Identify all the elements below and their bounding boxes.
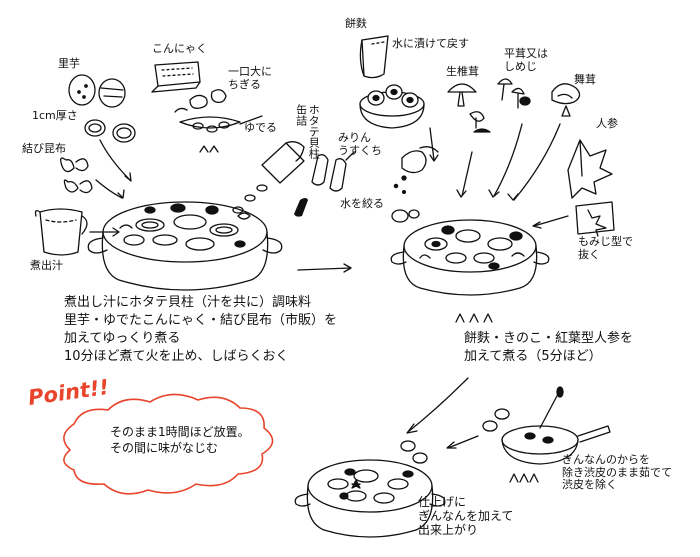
step1-text: 煮出し汁にホタテ貝柱（汁を共に）調味料 里芋・ゆでたこんにゃく・結び昆布（市販）… xyxy=(64,295,338,364)
label-satoimo: 里芋 xyxy=(58,57,80,70)
arrow-ginnan-to-pot3 xyxy=(446,435,479,449)
arrow-from-carrot xyxy=(532,215,569,229)
hotate-can xyxy=(232,141,305,214)
ginnan-text: ぎんなんのからを 除き渋皮のまま茹でて 渋皮を除く xyxy=(562,453,672,492)
label-fu: 餅麩 xyxy=(345,17,367,30)
label-maitake: 舞茸 xyxy=(574,73,596,86)
arrows-to-pot1 xyxy=(89,139,132,237)
label-broth: 煮出汁 xyxy=(30,259,63,272)
point-text: そのまま1時間ほど放置。 その間に味がなじむ xyxy=(110,425,250,455)
ginnan-nuts xyxy=(482,408,510,432)
label-soak: 水に漬けて戻す xyxy=(392,37,469,50)
pot-2 xyxy=(390,219,550,296)
carrot-leaf-drawing xyxy=(567,139,613,199)
steam-pot2 xyxy=(455,313,493,323)
broth-pitcher xyxy=(34,208,88,256)
mirin-bottles xyxy=(294,151,355,217)
shimeji-drawing xyxy=(497,78,531,109)
label-boil: ゆでる xyxy=(244,121,277,134)
shiitake-drawing xyxy=(447,83,491,133)
point-cloud xyxy=(63,393,274,495)
pot-3 xyxy=(294,440,446,538)
fu-bowl xyxy=(359,84,425,129)
konnyaku-pieces xyxy=(174,89,227,113)
konnyaku-drawing xyxy=(151,61,201,93)
arrows-mushrooms xyxy=(456,123,561,201)
satoimo-slices xyxy=(84,119,136,143)
satoimo-drawing xyxy=(68,74,126,108)
fu-bag xyxy=(359,35,389,79)
arrow-to-pot2-from-fu xyxy=(429,127,439,162)
carrot-cutter-drawing xyxy=(575,201,615,237)
arrow-pot1-to-pot2 xyxy=(297,263,352,273)
label-thickness: 1cm厚さ xyxy=(32,109,78,122)
label-squeeze: 水を絞る xyxy=(340,197,384,210)
ginnan-pan xyxy=(501,386,611,465)
label-ninjin: 人参 xyxy=(596,117,618,130)
pot-1 xyxy=(87,201,283,291)
steam-ginnan xyxy=(509,473,539,483)
label-tear: 一口大に ちぎる xyxy=(228,65,272,91)
label-konnyaku: こんにゃく xyxy=(152,42,207,55)
label-konbu: 結び昆布 xyxy=(22,142,66,155)
maitake-drawing xyxy=(551,83,581,117)
label-hotate: ホタテ貝柱 缶詰 xyxy=(294,104,321,159)
step2-text: 餅麩・きのこ・紅葉型人参を 加えて煮る（5分ほど） xyxy=(464,331,634,364)
finish-text: 仕上げに ぎんなんを加えて 出来上がり xyxy=(418,495,514,537)
arrow-pot2-to-pot3 xyxy=(406,377,469,434)
label-shimeji: 平茸又は しめじ xyxy=(504,47,548,73)
label-mirin: みりん うすくち xyxy=(338,131,382,157)
label-momiji-cut: もみじ型で 抜く xyxy=(578,235,633,261)
saucepan xyxy=(179,115,263,153)
label-shiitake: 生椎茸 xyxy=(446,65,479,78)
konbu-drawing xyxy=(60,157,93,194)
fu-squeeze xyxy=(391,146,439,223)
